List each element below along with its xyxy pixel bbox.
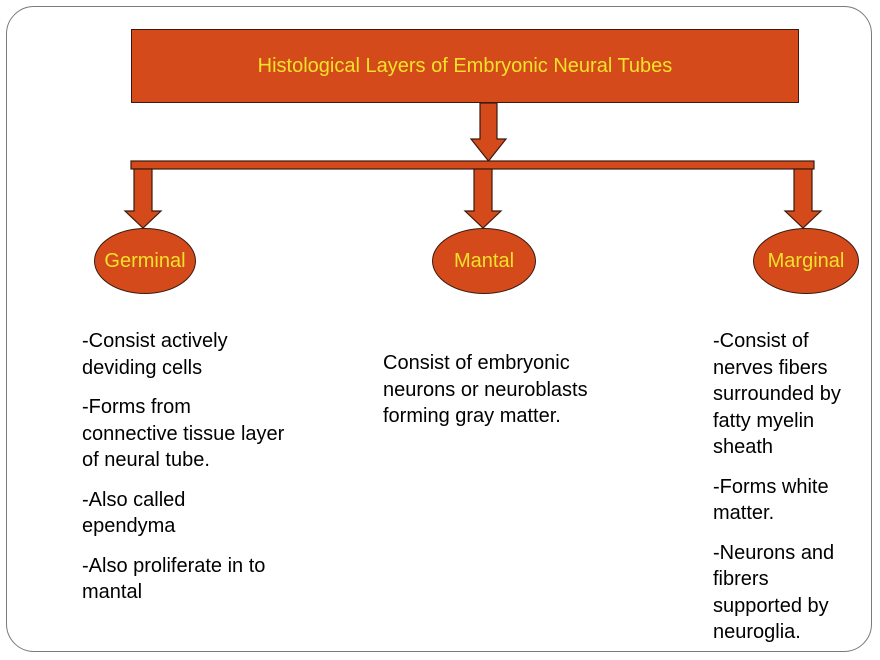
diagram-title: Histological Layers of Embryonic Neural …: [257, 54, 673, 77]
mantal-label: Mantal: [453, 249, 515, 272]
mantal-description: Consist of embryonic neurons or neurobla…: [383, 350, 623, 443]
marginal-description: -Consist of nerves fibers surrounded by …: [713, 328, 873, 659]
germinal-label: Germinal: [104, 249, 186, 272]
germinal-point: -Forms from connective tissue layer of n…: [82, 396, 285, 471]
marginal-label: Marginal: [767, 249, 845, 272]
germinal-node: Germinal: [94, 228, 196, 294]
title-box: Histological Layers of Embryonic Neural …: [131, 29, 799, 103]
title-down-arrow: [469, 102, 508, 162]
marginal-point: -Consist of nerves fibers surrounded by …: [713, 330, 841, 458]
horizontal-bar: [130, 160, 815, 170]
mantal-node: Mantal: [432, 228, 536, 294]
mantal-arrow: [463, 168, 503, 229]
mantal-point: Consist of embryonic neurons or neurobla…: [383, 352, 588, 427]
slide-frame: [6, 6, 872, 652]
marginal-point: -Forms white matter.: [713, 475, 829, 525]
germinal-point: -Consist actively deviding cells: [82, 330, 228, 379]
marginal-node: Marginal: [753, 228, 859, 294]
marginal-arrow: [783, 168, 823, 229]
germinal-point: -Also called ependyma: [82, 488, 186, 538]
marginal-point: -Neurons and fibrers supported by neurog…: [713, 541, 835, 644]
germinal-point: -Also proliferate in to mantal: [82, 554, 266, 604]
germinal-arrow: [123, 168, 163, 229]
germinal-description: -Consist actively deviding cells -Forms …: [82, 328, 332, 619]
